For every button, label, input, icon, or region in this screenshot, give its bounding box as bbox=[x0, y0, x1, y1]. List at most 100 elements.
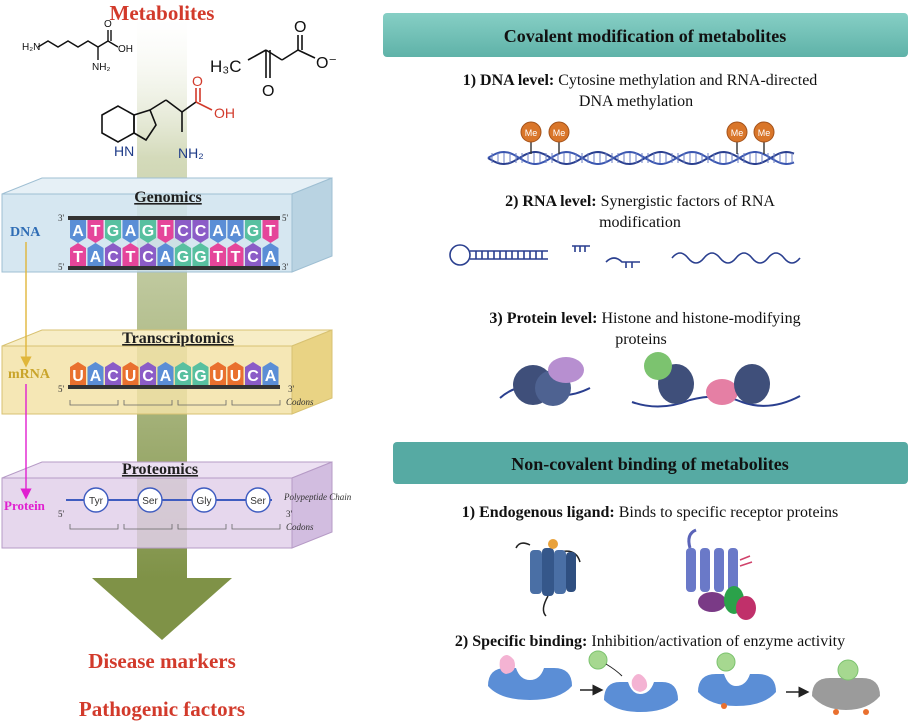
mrna-base-1 bbox=[87, 362, 104, 385]
metabolites-title: Metabolites bbox=[110, 1, 215, 25]
methyl-group-0 bbox=[520, 121, 542, 143]
lysine-nh2: NH₂ bbox=[92, 62, 110, 73]
dna-bottom-base-letter-10: C bbox=[247, 249, 259, 266]
mrna-base-letter-11: A bbox=[265, 368, 277, 385]
dna-bottom-base-1 bbox=[87, 243, 104, 266]
histone-2b bbox=[734, 364, 770, 404]
mrna-base-6 bbox=[175, 362, 191, 385]
dna-helix-illustration bbox=[487, 150, 795, 166]
histone-modifier-1 bbox=[548, 357, 584, 383]
trp-oh: OH bbox=[214, 105, 235, 121]
dna-end-top-left: 3' bbox=[58, 213, 65, 223]
lysine-o: O bbox=[104, 19, 112, 30]
dna-top-base-3 bbox=[122, 220, 139, 243]
noncovalent-header-box bbox=[393, 442, 908, 484]
mrna-base-letter-7: G bbox=[194, 368, 206, 385]
mrna-base-letter-8: U bbox=[212, 368, 224, 385]
dna-top-base-letter-7: C bbox=[195, 223, 207, 240]
amino-acid-label-2: Gly bbox=[197, 496, 212, 507]
dna-bottom-base-9 bbox=[227, 243, 244, 266]
helix-strand-a bbox=[487, 150, 795, 166]
dna-top-base-letter-8: A bbox=[212, 223, 224, 240]
histone-modifier-2 bbox=[644, 352, 672, 380]
methyl-group-3 bbox=[753, 121, 775, 143]
disease-markers-label: Disease markers bbox=[88, 649, 236, 673]
trp-hn: HN bbox=[114, 143, 134, 159]
mrna-base-letter-0: U bbox=[72, 368, 84, 385]
amino-acid-2 bbox=[191, 487, 217, 513]
trp-o: O bbox=[192, 73, 203, 89]
mrna-base-letter-9: U bbox=[230, 368, 242, 385]
dna-top-base-6 bbox=[175, 220, 191, 243]
mrna-base-7 bbox=[192, 362, 209, 385]
mrna-base-10 bbox=[245, 362, 261, 385]
lysine-molecule bbox=[37, 30, 119, 60]
mrna-base-letter-6: G bbox=[177, 368, 189, 385]
methyl-label-3: Me bbox=[758, 128, 771, 138]
pyruvate-o-ketone: O bbox=[262, 83, 274, 100]
dna-top-base-letter-1: T bbox=[91, 223, 101, 240]
dna-bottom-base-letter-4: C bbox=[142, 249, 154, 266]
mrna-base-2 bbox=[105, 362, 121, 385]
mrna-base-letter-5: A bbox=[160, 368, 172, 385]
mrna-base-3 bbox=[122, 362, 139, 385]
mrna-base-letter-4: C bbox=[142, 368, 154, 385]
protein-end-right: 3' bbox=[286, 509, 293, 519]
dna-top-base-letter-10: G bbox=[247, 223, 259, 240]
dna-backbone-bottom bbox=[68, 266, 280, 270]
dna-top-base-7 bbox=[192, 220, 209, 243]
protein-end-left: 5' bbox=[58, 509, 65, 519]
covalent-item-protein: 3) Protein level: Histone and histone-mo… bbox=[489, 310, 800, 327]
polypeptide-label: Polypeptide Chain bbox=[283, 492, 352, 502]
dna-top-base-5 bbox=[157, 220, 174, 243]
noncovalent-item-specific-label: 2) Specific binding: bbox=[455, 633, 587, 650]
pyruvate-o-minus: O⁻ bbox=[316, 55, 337, 72]
rna-hairpin-rungs bbox=[475, 251, 543, 259]
noncovalent-item-ligand-text: Binds to specific receptor proteins bbox=[615, 504, 839, 521]
mrna-base-4 bbox=[140, 362, 156, 385]
covalent-item-protein-text: Histone and histone-modifying bbox=[598, 310, 801, 327]
dna-bottom-base-7 bbox=[192, 243, 209, 266]
rna-fragment-2 bbox=[605, 257, 640, 268]
dna-bottom-base-letter-7: G bbox=[194, 249, 206, 266]
dna-bottom-base-letter-0: T bbox=[73, 249, 83, 266]
dna-top-base-0 bbox=[70, 220, 86, 243]
mrna-label: mRNA bbox=[8, 367, 51, 382]
dna-end-bottom-right: 3' bbox=[282, 262, 289, 272]
covalent-item-rna-text: Synergistic factors of RNA bbox=[597, 193, 776, 210]
dna-bottom-base-letter-8: T bbox=[213, 249, 223, 266]
dna-bottom-base-2 bbox=[105, 243, 121, 266]
receptor-illustrations bbox=[515, 528, 756, 620]
covalent-item-protein-line2: proteins bbox=[615, 331, 667, 348]
noncovalent-item-specific-text: Inhibition/activation of enzyme activity bbox=[587, 633, 845, 650]
dna-end-bottom-left: 5' bbox=[58, 262, 65, 272]
lysine-oh: OH bbox=[118, 44, 133, 55]
rna-wave bbox=[671, 252, 801, 264]
pathogenic-factors-label: Pathogenic factors bbox=[79, 697, 245, 721]
covalent-item-rna-label: 2) RNA level: bbox=[505, 193, 597, 210]
covalent-item-dna: 1) DNA level: Cytosine methylation and R… bbox=[463, 72, 818, 89]
covalent-item-dna-line2: DNA methylation bbox=[579, 93, 693, 110]
ion-channel-receptor bbox=[515, 539, 581, 617]
dna-bottom-base-8 bbox=[210, 243, 226, 266]
dna-bottom-base-6 bbox=[175, 243, 191, 266]
dna-top-base-8 bbox=[210, 220, 226, 243]
enzyme-activation bbox=[698, 652, 880, 715]
proteomics-title: Proteomics bbox=[122, 461, 198, 478]
dna-top-base-4 bbox=[140, 220, 156, 243]
amino-acid-label-0: Tyr bbox=[89, 496, 104, 507]
protein-label: Protein bbox=[4, 498, 46, 513]
amino-acid-label-3: Ser bbox=[250, 496, 266, 507]
dna-top-base-letter-11: T bbox=[266, 223, 276, 240]
noncovalent-item-ligand: 1) Endogenous ligand: Binds to specific … bbox=[462, 504, 838, 521]
mrna-base-9 bbox=[227, 362, 244, 385]
mrna-backbone bbox=[68, 385, 280, 389]
mrna-base-letter-2: C bbox=[107, 368, 119, 385]
enzyme-illustrations bbox=[488, 650, 880, 715]
dna-top-base-letter-9: A bbox=[230, 223, 242, 240]
covalent-header: Covalent modification of metabolites bbox=[504, 26, 786, 46]
dna-bottom-base-letter-5: A bbox=[160, 249, 172, 266]
genomics-title: Genomics bbox=[134, 189, 202, 206]
